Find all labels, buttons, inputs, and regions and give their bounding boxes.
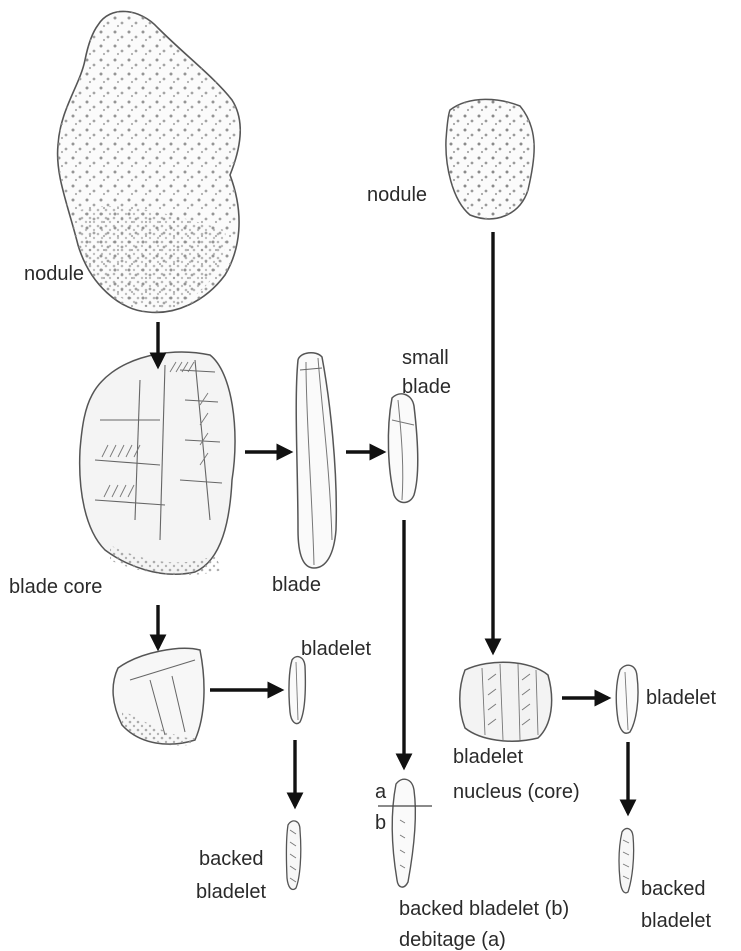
backed-bladelet-left-drawing (286, 821, 300, 890)
label-bladelet-right: bladelet (646, 687, 717, 709)
label-nodule-left: nodule (24, 263, 84, 285)
label-split-a: a (375, 781, 387, 803)
label-backed-bladelet-left-line1: backed (199, 848, 264, 870)
small-blade-drawing (388, 394, 417, 503)
bladelet-center-drawing (289, 657, 305, 724)
label-small-blade-line2: blade (402, 376, 451, 398)
label-bladelet-center: bladelet (301, 638, 372, 660)
label-bladelet-nucleus-line2: nucleus (core) (453, 781, 580, 803)
label-blade-core: blade core (9, 576, 102, 598)
nodule-right-drawing (446, 99, 534, 218)
blade-core-drawing (80, 352, 235, 575)
bladelet-right-drawing (616, 665, 638, 733)
label-backed-bladelet-right-line2: bladelet (641, 910, 712, 932)
blade-drawing (296, 353, 336, 568)
label-split-b: b (375, 812, 386, 834)
backed-bladelet-right-drawing (619, 829, 634, 893)
bladelet-core-left-drawing (113, 648, 204, 745)
nodule-left-drawing (58, 11, 241, 312)
bladelet-nucleus-drawing (460, 662, 552, 741)
label-backed-bladelet-b: backed bladelet (b) (399, 898, 569, 920)
label-backed-bladelet-left-line2: bladelet (196, 881, 267, 903)
label-debitage-a: debitage (a) (399, 929, 506, 951)
label-bladelet-nucleus-line1: bladelet (453, 746, 524, 768)
label-small-blade-line1: small (402, 347, 449, 369)
label-backed-bladelet-right-line1: backed (641, 878, 706, 900)
label-blade: blade (272, 574, 321, 596)
label-nodule-right: nodule (367, 184, 427, 206)
